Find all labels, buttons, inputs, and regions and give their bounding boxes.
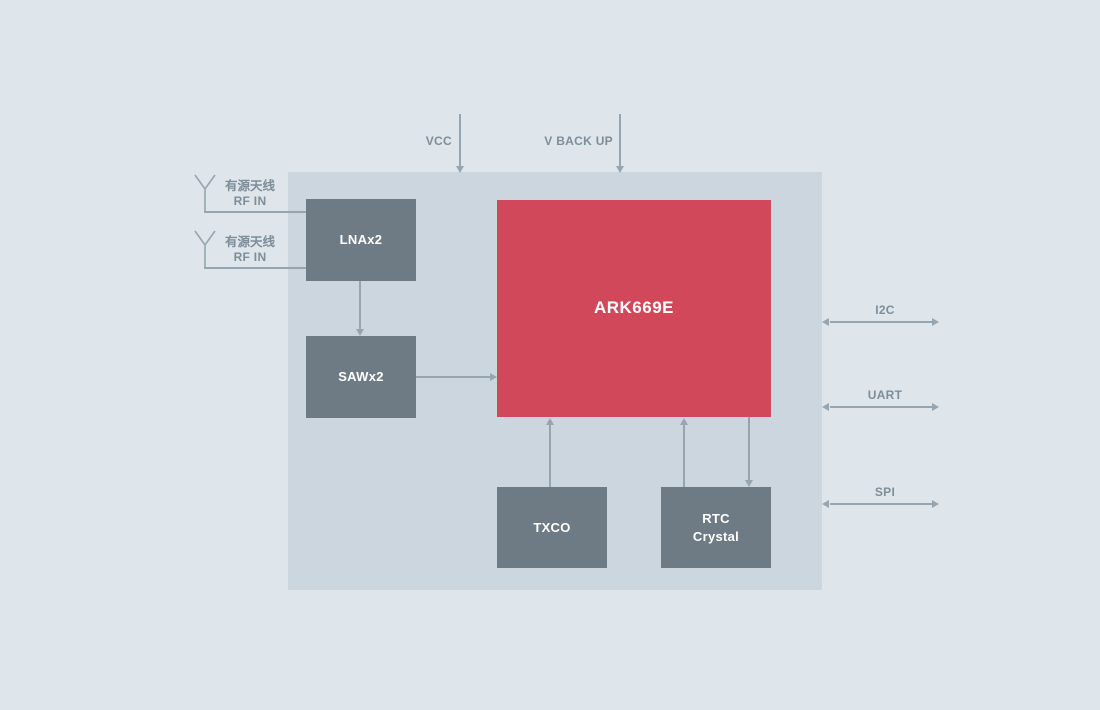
vcc-label: VCC — [425, 134, 452, 148]
v-back-up-label: V BACK UP — [544, 134, 613, 148]
i2c-left-arrowhead-icon — [822, 318, 829, 326]
uart-port-line — [830, 406, 932, 408]
uart-left-arrowhead-icon — [822, 403, 829, 411]
antenna-1-line — [204, 211, 306, 213]
txco-to-chip-line — [549, 424, 551, 487]
saw-block-label: SAWx2 — [338, 369, 384, 385]
txco-to-chip-arrowhead-icon — [546, 418, 554, 425]
rtc-to-chip-line — [683, 424, 685, 487]
lna-block-label: LNAx2 — [339, 232, 383, 248]
i2c-port-label: I2C — [875, 303, 895, 317]
main-chip-block: ARK669E — [497, 200, 771, 417]
uart-port-label: UART — [867, 388, 903, 402]
lna-to-saw-arrowhead-icon — [356, 329, 364, 336]
chip-to-rtc-line — [748, 417, 750, 480]
antenna-icon — [194, 230, 216, 268]
saw-to-chip-arrowhead-icon — [490, 373, 497, 381]
vcc-arrowhead-icon — [456, 166, 464, 173]
antenna-2-line — [204, 267, 306, 269]
i2c-port-line — [830, 321, 932, 323]
antenna-icon — [194, 174, 216, 212]
v-back-up-arrowhead-icon — [616, 166, 624, 173]
spi-right-arrowhead-icon — [932, 500, 939, 508]
lna-to-saw-line — [359, 281, 361, 329]
txco-block: TXCO — [497, 487, 607, 568]
antenna-1-label-cn: 有源天线 — [224, 179, 275, 193]
lna-block: LNAx2 — [306, 199, 416, 281]
antenna-2-label-rfin: RF IN — [233, 250, 267, 265]
spi-port-label: SPI — [874, 485, 896, 499]
uart-right-arrowhead-icon — [932, 403, 939, 411]
rtc-crystal-label-line1: RTC — [702, 510, 730, 526]
saw-to-chip-line — [416, 376, 490, 378]
antenna-1-label-rfin: RF IN — [233, 194, 267, 209]
rtc-crystal-label-line2: Crystal — [692, 528, 740, 544]
chip-to-rtc-arrowhead-icon — [745, 480, 753, 487]
txco-block-label: TXCO — [533, 519, 571, 535]
saw-block: SAWx2 — [306, 336, 416, 418]
spi-left-arrowhead-icon — [822, 500, 829, 508]
spi-port-line — [830, 503, 932, 505]
i2c-right-arrowhead-icon — [932, 318, 939, 326]
vcc-arrow-line — [459, 114, 461, 166]
antenna-2-label-cn: 有源天线 — [224, 235, 275, 249]
antenna-2-label: 有源天线 RF IN — [212, 234, 288, 266]
v-back-up-arrow-line — [619, 114, 621, 166]
antenna-1-label: 有源天线 RF IN — [212, 178, 288, 210]
rtc-to-chip-arrowhead-icon — [680, 418, 688, 425]
rtc-crystal-block: RTC Crystal — [661, 487, 771, 568]
main-chip-label: ARK669E — [593, 298, 675, 318]
